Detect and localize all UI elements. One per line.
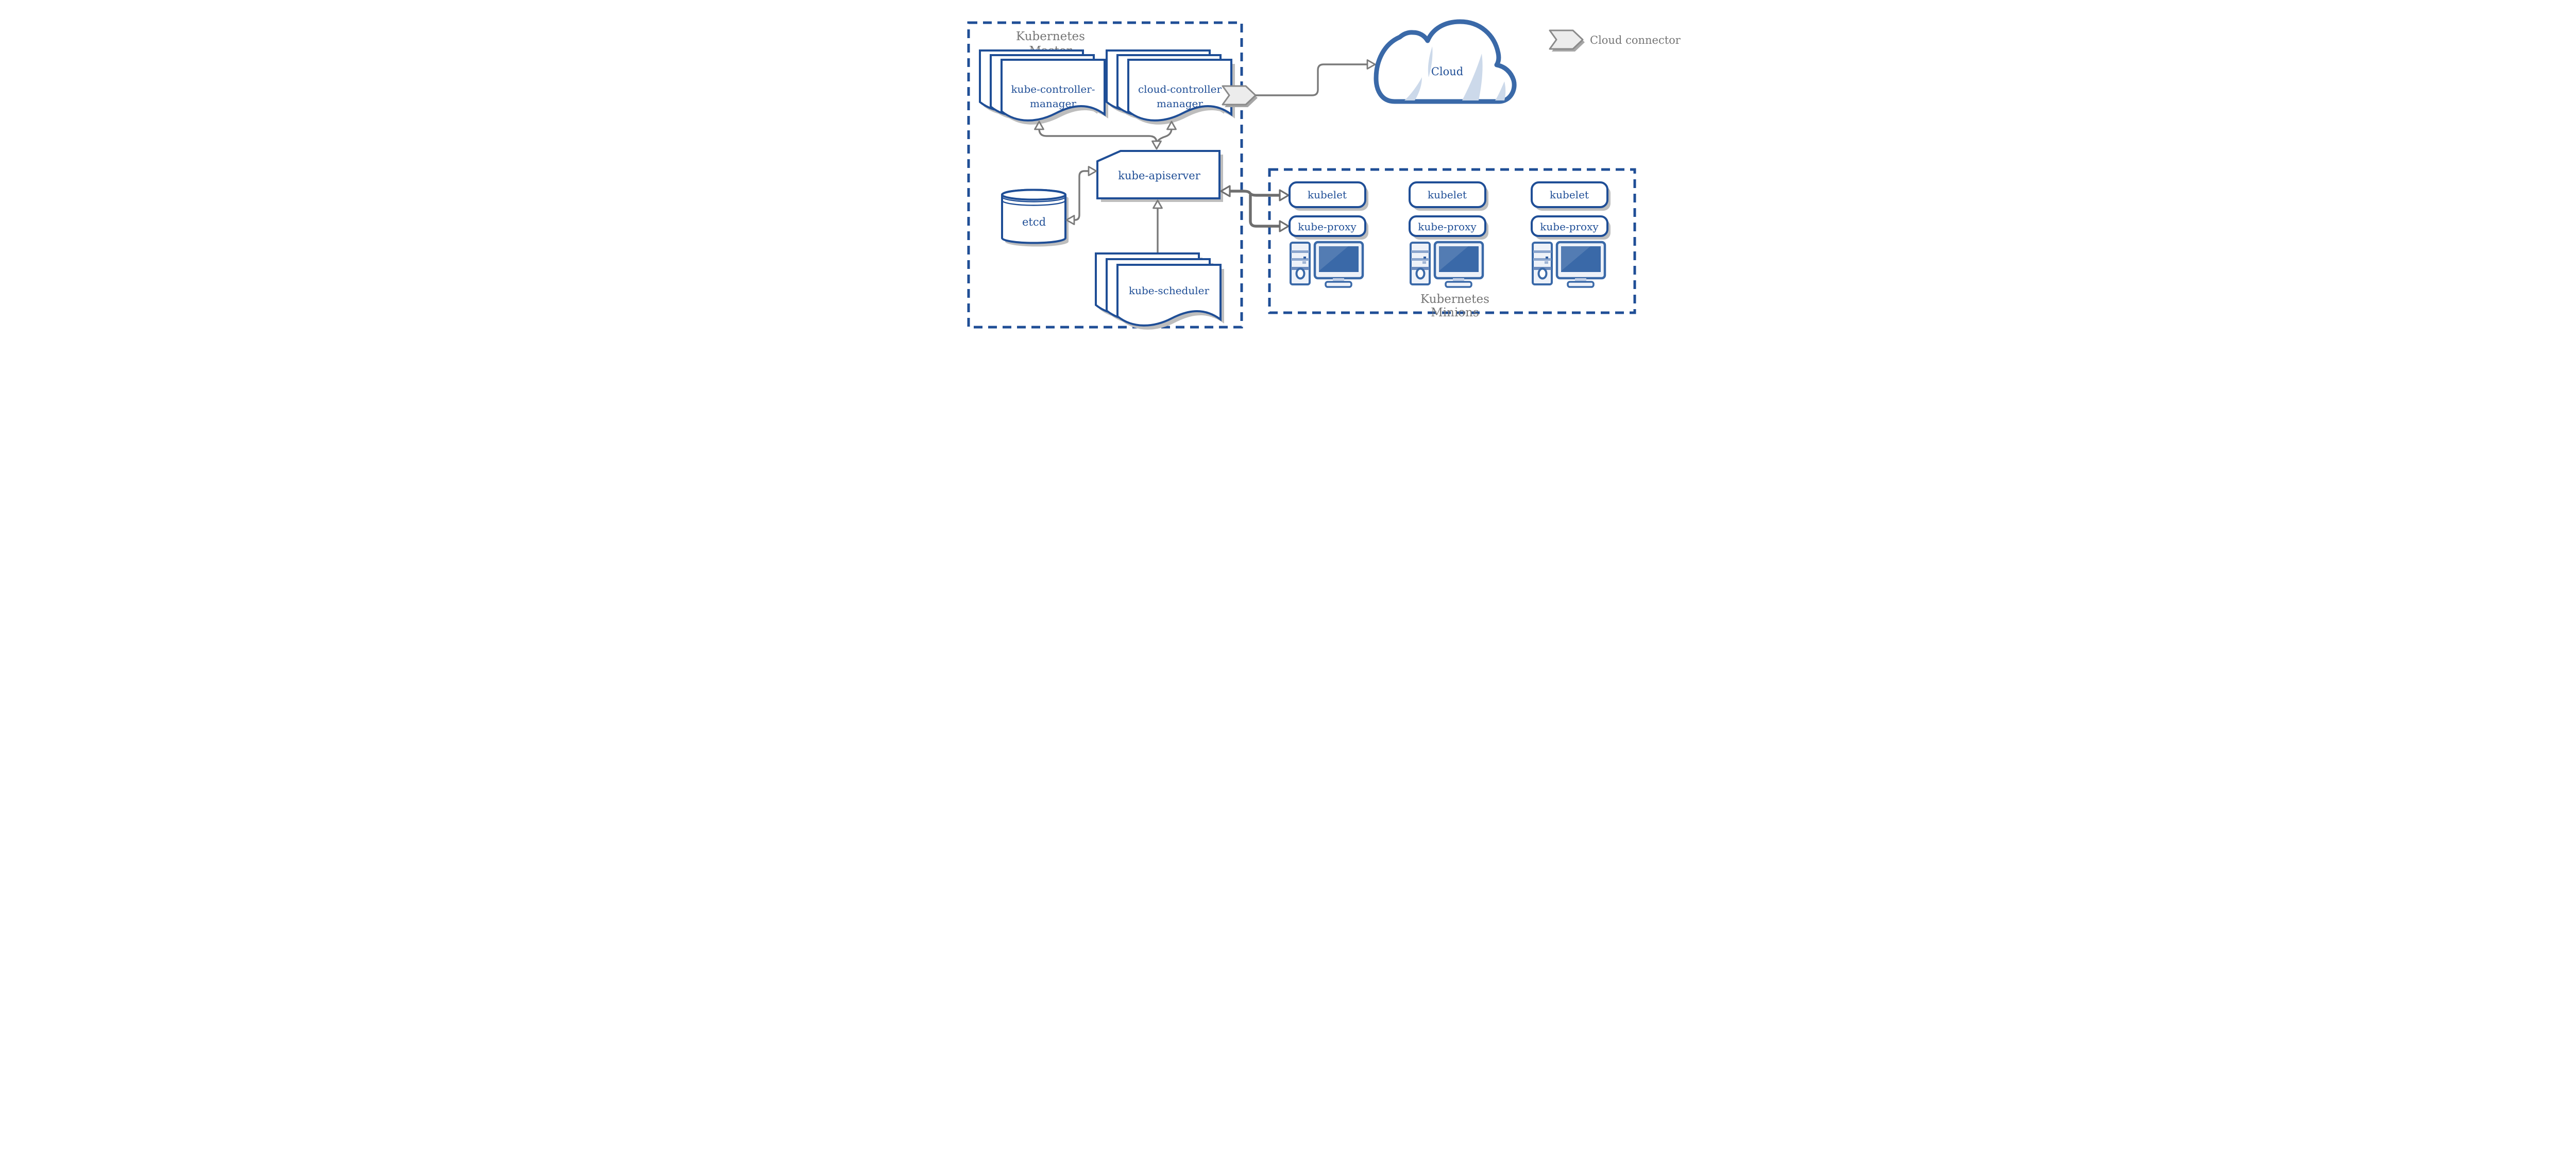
master-boundary-box [967,21,1243,329]
diagram-canvas: Kubernetes Master kube-controller- manag… [967,19,1681,330]
cloud-controller-manager-label-line2: manager [1157,97,1203,110]
cloud-highlight [1428,46,1433,77]
kube-proxy-label: kube-proxy [1298,221,1357,233]
kube-apiserver-label: kube-apiserver [1118,169,1200,182]
legend-cloud-connector: Cloud connector [1549,29,1681,52]
minions-title-line2: Minions [1431,306,1479,319]
kube-proxy-label: kube-proxy [1540,221,1599,233]
master-title-line1: Kubernetes [1016,30,1085,43]
connector-apiserver-etcd [1065,166,1097,225]
minion-node-3: kubelet kube-proxy [1531,181,1611,288]
kube-proxy-label: kube-proxy [1418,221,1477,233]
connector-controllers-apiserver [1034,121,1177,150]
cloud-node: Cloud [1374,19,1517,104]
kube-proxy-box [1289,215,1366,237]
kube-apiserver-shape [1096,150,1221,199]
minions-title-line1: Kubernetes [1420,293,1489,306]
kubelet-box [1409,181,1486,208]
computer-icon [1532,241,1606,288]
kube-controller-manager-node: kube-controller- manager [979,49,1108,125]
kube-controller-manager-label-line2: manager [1030,97,1076,110]
cloud-label: Cloud [1431,65,1463,78]
arrowhead-into-cloud [1366,59,1376,70]
kubelet-box [1289,181,1366,208]
connector-apiserver-nodes [1220,185,1290,232]
cloud-connector-chevron-icon [1222,85,1258,107]
kube-controller-manager-label-line1: kube-controller- [1011,83,1095,95]
kubelet-label: kubelet [1550,189,1589,201]
computer-icon [1290,241,1364,288]
cloud-highlight [1462,54,1483,100]
document-shape [1001,59,1106,122]
cloud-highlight [1495,81,1506,100]
kubelet-label: kubelet [1308,189,1347,201]
cloud-controller-manager-label-line1: cloud-controller [1138,83,1222,95]
kube-proxy-box [1531,215,1608,237]
cloud-shape [1374,19,1517,104]
minion-node-1: kubelet kube-proxy [1289,181,1368,288]
kubernetes-architecture-diagram: Kubernetes Master kube-controller- manag… [888,0,1688,346]
computer-icon [1410,241,1484,288]
document-shape [1127,59,1232,122]
kube-scheduler-node: kube-scheduler [1095,252,1224,330]
etcd-label: etcd [1022,216,1046,228]
kubelet-label: kubelet [1428,189,1467,201]
cloud-connector-chevron-icon [1549,29,1584,50]
connector-ccm-to-cloud [1256,63,1367,96]
kubelet-box [1531,181,1608,208]
kube-scheduler-label: kube-scheduler [1129,284,1209,297]
minions-boundary-box [1268,168,1636,314]
etcd-node: etcd [1001,189,1069,247]
cloud-highlight [1404,77,1422,100]
kube-apiserver-node: kube-apiserver [1096,150,1223,202]
legend-label: Cloud connector [1590,34,1681,46]
cloud-controller-manager-node: cloud-controller manager [1106,49,1235,125]
minions-title: Kubernetes Minions [1420,293,1489,319]
kube-proxy-box [1409,215,1486,237]
minion-node-2: kubelet kube-proxy [1409,181,1488,288]
document-shape [1116,264,1222,327]
